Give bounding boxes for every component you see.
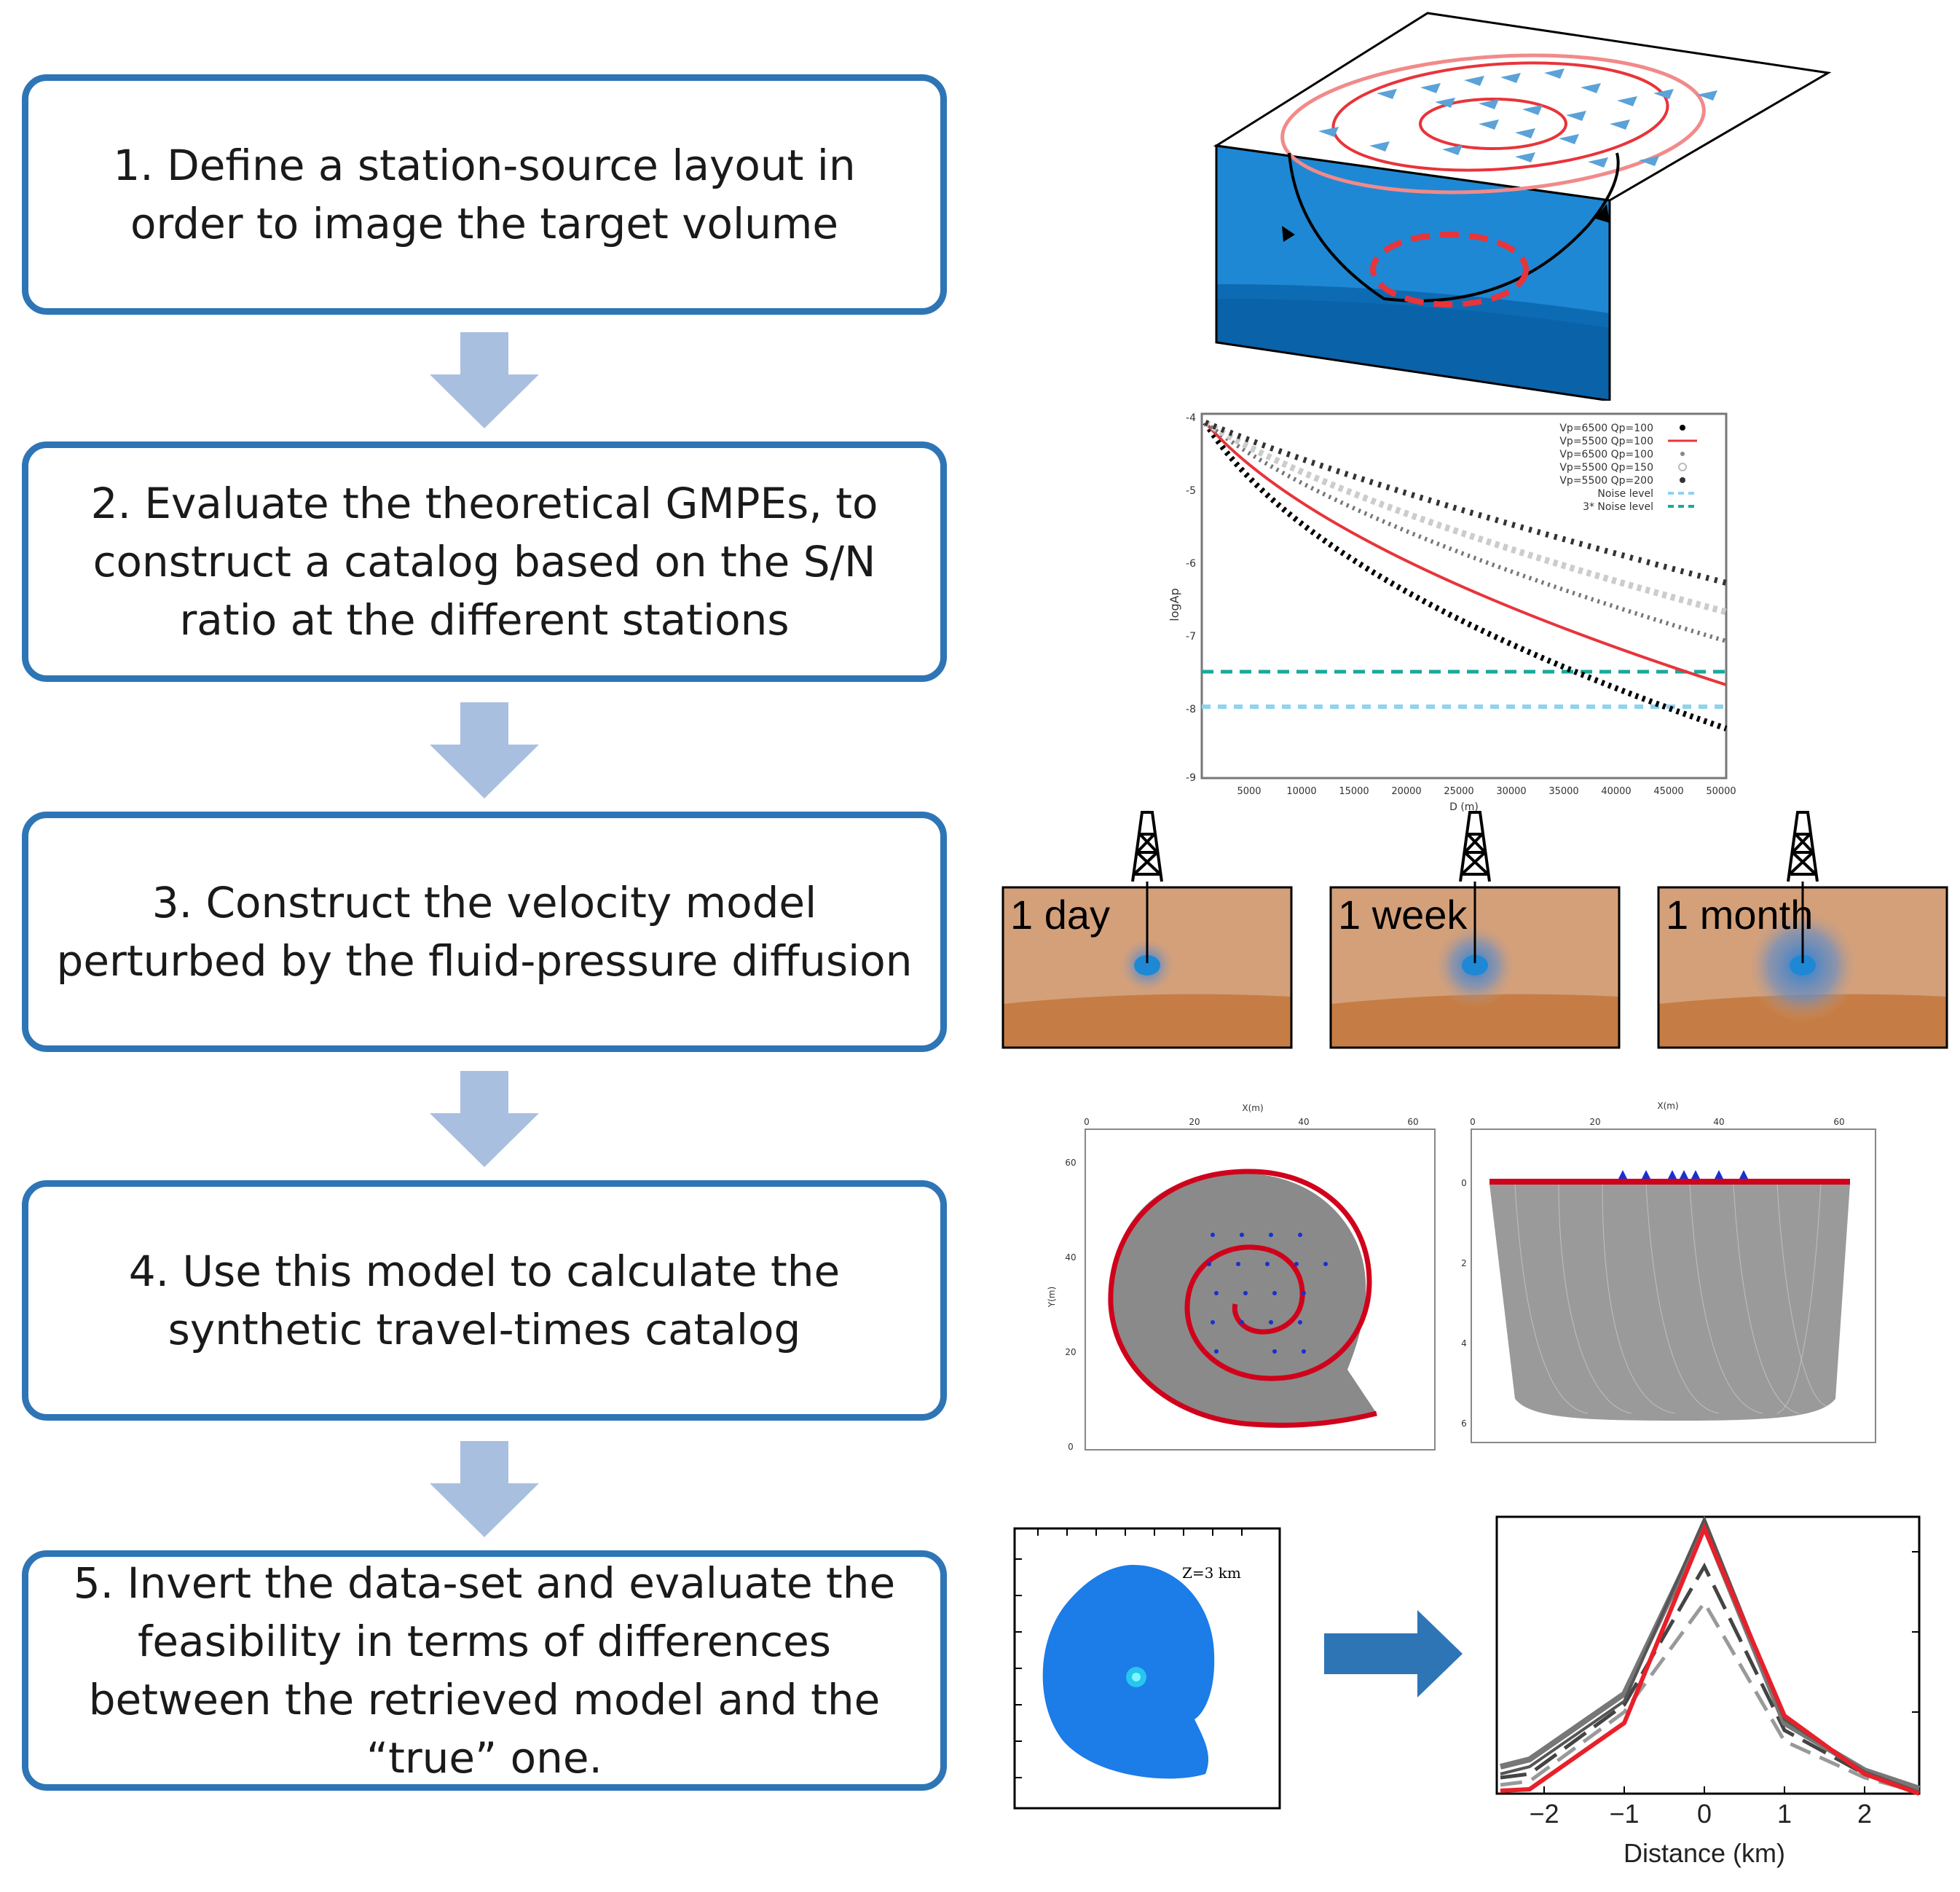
step-3-box: 3. Construct the velocity model perturbe… [22, 812, 947, 1052]
step-5-text: 5. Invert the data-set and evaluate the … [73, 1558, 896, 1783]
x-tick: 5000 [1237, 786, 1261, 797]
x-tick: 40000 [1601, 786, 1631, 797]
x-tick: 10000 [1286, 786, 1316, 797]
x-axis-label: X(m) [1242, 1103, 1263, 1113]
station-layout-block [1202, 7, 1843, 401]
y-tick: 0 [1068, 1442, 1074, 1452]
x-axis-label: D (m) [1449, 801, 1479, 813]
down-arrow-2 [430, 702, 539, 798]
x-tick: 45000 [1653, 786, 1683, 797]
legend-entry: Vp=6500 Qp=100 [1559, 449, 1653, 460]
down-arrow-3 [430, 1071, 539, 1167]
x-tick: 40 [1298, 1117, 1309, 1127]
x-tick: 0 [1697, 1799, 1712, 1829]
x-tick: 35000 [1548, 786, 1578, 797]
y-axis-label: logAp [1168, 588, 1181, 621]
raypath-map: X(m) 0 20 40 60 60 40 20 0 Y(m) [1042, 1093, 1449, 1472]
y-tick: 40 [1065, 1252, 1076, 1263]
step-2-text: 2. Evaluate the theoretical GMPEs, to co… [90, 479, 878, 645]
legend-entry: Noise level [1597, 488, 1653, 500]
diffusion-label: 1 month [1666, 892, 1813, 938]
down-arrow-4 [430, 1441, 539, 1537]
diffusion-panel-1-day: 1 day [1001, 809, 1293, 1049]
step-4-text: 4. Use this model to calculate the synth… [128, 1247, 841, 1354]
step-5-box: 5. Invert the data-set and evaluate the … [22, 1550, 947, 1791]
right-arrow [1324, 1610, 1463, 1697]
x-axis-label: X(m) [1657, 1101, 1678, 1111]
y-tick: -8 [1186, 704, 1196, 715]
x-tick: 15000 [1339, 786, 1369, 797]
x-tick: −1 [1609, 1799, 1639, 1829]
y-tick: 60 [1065, 1158, 1076, 1168]
inversion-profile: −2 −1 0 1 2 Distance (km) [1486, 1508, 1937, 1887]
step-2-box: 2. Evaluate the theoretical GMPEs, to co… [22, 441, 947, 682]
y-tick: 20 [1065, 1347, 1076, 1357]
step-4-box: 4. Use this model to calculate the synth… [22, 1180, 947, 1421]
y-tick: 4 [1461, 1338, 1467, 1349]
legend-entry: Vp=5500 Qp=100 [1559, 436, 1653, 447]
step-3-text: 3. Construct the velocity model perturbe… [56, 878, 913, 986]
y-tick: -6 [1186, 558, 1196, 570]
y-tick: -5 [1186, 485, 1196, 497]
raypath-section: X(m) 0 20 40 60 0 2 4 6 [1457, 1093, 1894, 1457]
y-tick: 2 [1461, 1258, 1467, 1268]
legend-entry: Vp=5500 Qp=200 [1559, 475, 1653, 487]
x-tick: 20 [1189, 1117, 1200, 1127]
y-tick: 6 [1461, 1418, 1467, 1429]
slice-label: Z=3 km [1182, 1564, 1241, 1582]
x-tick: 40 [1713, 1117, 1724, 1127]
x-axis-label: Distance (km) [1624, 1838, 1785, 1868]
diffusion-panel-1-week: 1 week [1329, 809, 1621, 1049]
y-axis-label: Y(m) [1047, 1287, 1057, 1308]
x-tick: 20 [1589, 1117, 1600, 1127]
x-tick: 25000 [1444, 786, 1473, 797]
y-tick: 0 [1461, 1178, 1467, 1188]
inversion-slice: Z=3 km [1009, 1523, 1286, 1814]
x-tick: 1 [1777, 1799, 1792, 1829]
x-tick: 60 [1833, 1117, 1844, 1127]
diffusion-label: 1 week [1338, 892, 1468, 938]
y-tick: -4 [1186, 412, 1196, 424]
down-arrow-1 [430, 332, 539, 428]
x-tick: 2 [1857, 1799, 1872, 1829]
y-tick: -7 [1186, 631, 1196, 643]
x-tick: 30000 [1496, 786, 1526, 797]
x-tick: −2 [1529, 1799, 1559, 1829]
legend-entry: Vp=6500 Qp=100 [1559, 423, 1653, 434]
x-tick: 60 [1407, 1117, 1418, 1127]
x-tick: 0 [1084, 1117, 1090, 1127]
legend-entry: 3* Noise level [1583, 501, 1653, 513]
diffusion-panel-1-month: 1 month [1657, 809, 1948, 1049]
step-1-box: 1. Define a station-source layout in ord… [22, 74, 947, 315]
x-tick: 0 [1470, 1117, 1476, 1127]
diffusion-label: 1 day [1010, 892, 1110, 938]
x-tick: 20000 [1391, 786, 1421, 797]
gmpe-chart: Vp=6500 Qp=100 Vp=5500 Qp=100 Vp=6500 Qp… [1158, 408, 1755, 816]
y-tick: -9 [1186, 772, 1196, 784]
x-tick: 50000 [1706, 786, 1736, 797]
step-1-text: 1. Define a station-source layout in ord… [113, 141, 856, 248]
legend-entry: Vp=5500 Qp=150 [1559, 462, 1653, 474]
